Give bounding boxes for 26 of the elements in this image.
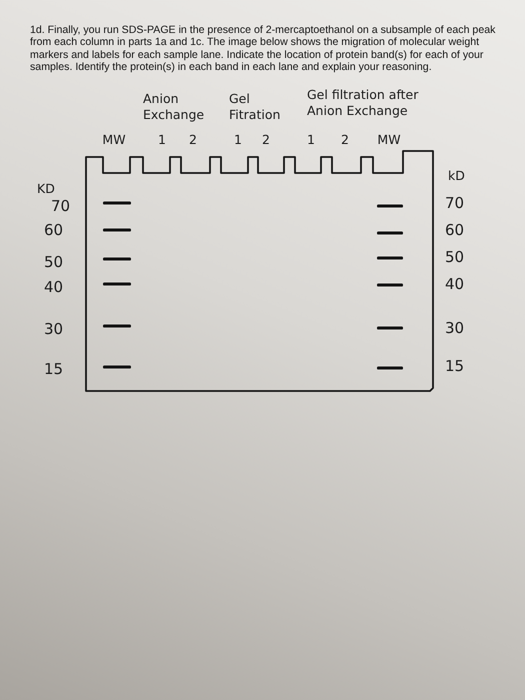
molecular-weight-label: 30 (445, 320, 464, 337)
lane-label: MW (102, 133, 126, 147)
molecular-weight-label: 70 (445, 195, 464, 212)
molecular-weight-label: 70 (51, 198, 70, 215)
unit-label: kD (448, 169, 465, 183)
molecular-weight-label: 40 (445, 276, 464, 293)
lane-label: 1 (307, 133, 315, 147)
lane-group-heading: Gel filtration after Anion Exchange (307, 87, 420, 119)
lane-label: 1 (158, 133, 166, 147)
question-text: 1d. Finally, you run SDS-PAGE in the presence of 2-mercaptoethanol on a subsample of each peak from each column in parts 1a and 1c. The image below shows the migration of molecular weight markers and labels for each sample lane. Indicate the location of protein band(s) for each of your samples. Identify the protein(s) in each band in each lane and explain your reasoning. (30, 24, 496, 74)
lane-label: 2 (262, 133, 270, 147)
lane-label: 2 (341, 133, 349, 147)
unit-label: KD (37, 182, 55, 196)
lane-label: 2 (189, 133, 197, 147)
molecular-weight-label: 40 (44, 279, 64, 296)
molecular-weight-label: 15 (445, 358, 464, 375)
molecular-weight-label: 50 (445, 249, 464, 266)
molecular-weight-label: 15 (44, 361, 64, 378)
molecular-weight-label: 50 (44, 254, 64, 271)
lane-label: 1 (234, 133, 242, 147)
lane-group-heading: Gel Fitration (229, 91, 282, 123)
molecular-weight-label: 30 (44, 321, 64, 338)
lane-group-heading: Anion Exchange (143, 91, 206, 123)
molecular-weight-label: 60 (445, 222, 464, 239)
molecular-weight-label: 60 (44, 222, 64, 239)
lane-label: MW (377, 133, 401, 147)
